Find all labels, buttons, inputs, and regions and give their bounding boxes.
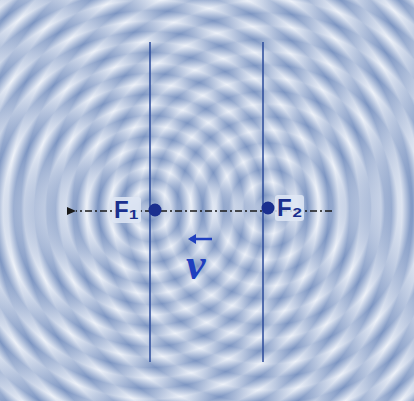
point-label: F₂ (275, 195, 304, 221)
point-label: F₁ (112, 197, 141, 223)
wavefront-line (149, 42, 151, 362)
source-point (149, 204, 162, 217)
wavefront-line (262, 42, 264, 362)
velocity-label: v (186, 243, 206, 287)
source-point (262, 202, 275, 215)
